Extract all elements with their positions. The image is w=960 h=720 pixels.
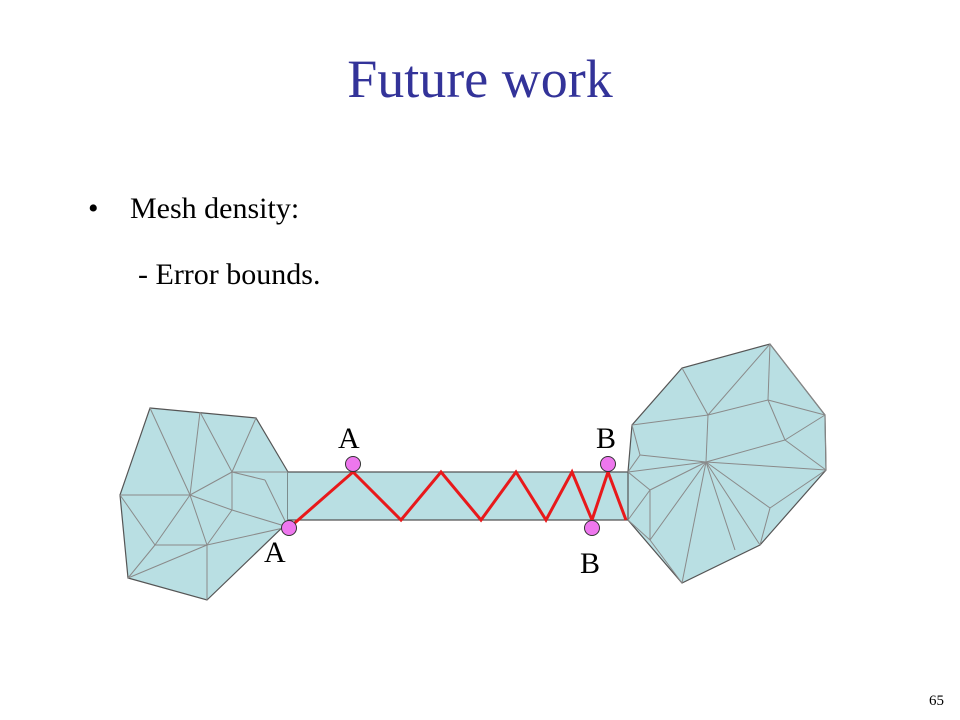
- bullet-item: • Mesh density:: [88, 194, 299, 224]
- sub-bullet-text: - Error bounds.: [138, 258, 321, 291]
- slide-title: Future work: [347, 49, 613, 109]
- right-mesh-region: [627, 343, 827, 584]
- label-b-bottom: B: [580, 547, 600, 580]
- label-b-top: B: [596, 422, 616, 455]
- mesh-corridor: [288, 471, 628, 521]
- bullet-dot: •: [88, 192, 99, 225]
- label-a-top: A: [338, 422, 360, 455]
- endpoint-a-top: [345, 456, 361, 472]
- zigzag-path: [288, 467, 628, 530]
- endpoint-b-top: [600, 456, 616, 472]
- endpoint-a-bottom: [281, 520, 297, 536]
- bullet-text: Mesh density:: [130, 192, 300, 225]
- left-mesh-region: [119, 407, 289, 601]
- label-a-bottom: A: [264, 536, 286, 569]
- page-number: 65: [929, 693, 944, 709]
- endpoint-b-bottom: [584, 520, 600, 536]
